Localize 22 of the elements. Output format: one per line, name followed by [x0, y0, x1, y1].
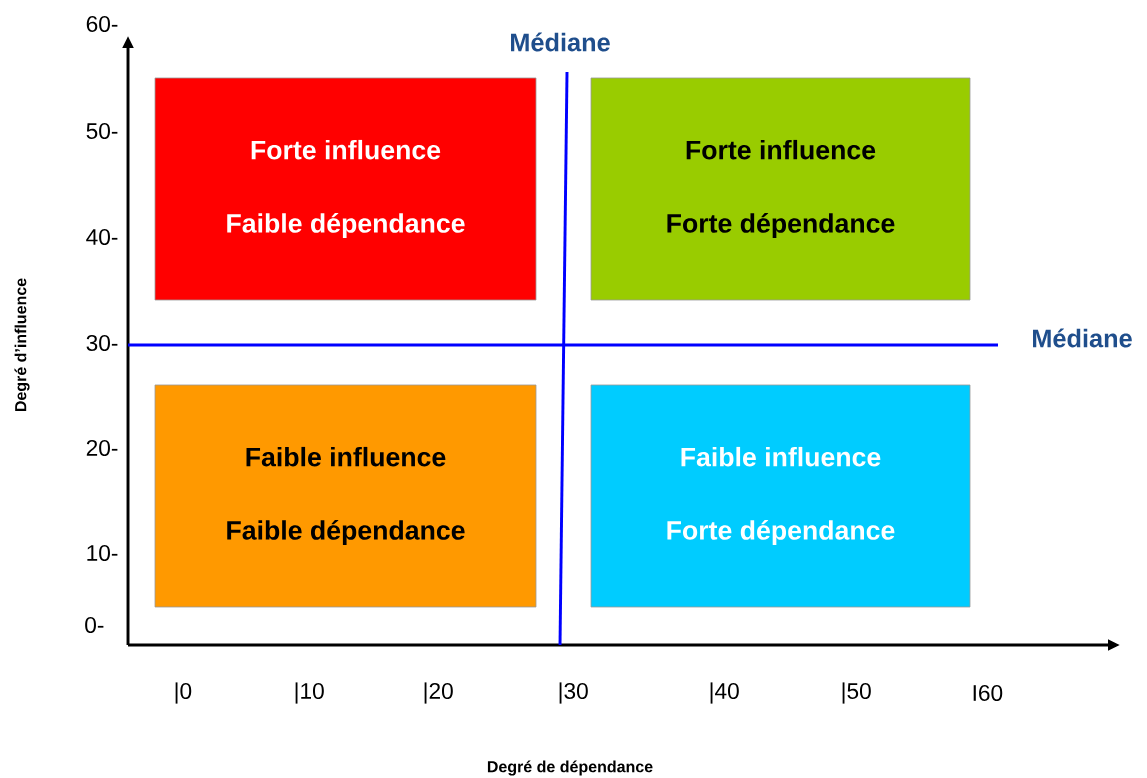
quadrant-box: Forte influence Forte dépendance — [590, 77, 971, 301]
median-label: Médiane — [511, 32, 610, 52]
axis-tick-label: 10- — [87, 544, 118, 562]
quadrant-box: Faible influence Faible dépendance — [154, 384, 537, 608]
quadrant-box: Forte influence Faible dépendance — [154, 77, 537, 301]
axis-tick-label: |50 — [842, 682, 871, 704]
axis-tick-label: 60- — [86, 15, 118, 33]
axis-tick-label: 20- — [86, 439, 118, 457]
axis-tick-label: |0 — [175, 682, 192, 704]
axis-title: Degré d’influence — [14, 278, 30, 412]
axis-title: Degré de dépendance — [487, 760, 653, 776]
axis-tick-label: |30 — [559, 682, 588, 704]
axis-tick-label: 40- — [86, 228, 118, 246]
axis-tick-label: |20 — [424, 682, 453, 704]
axis-tick-label: 50- — [86, 122, 118, 140]
axis-tick-label: |40 — [710, 682, 739, 704]
axis-tick-label: 30- — [86, 334, 118, 352]
axis-tick-label: |10 — [295, 682, 324, 704]
quadrant-box: Faible influence Forte dépendance — [590, 384, 971, 608]
axis-tick-label: 0- — [85, 616, 104, 634]
median-label: Médiane — [1033, 328, 1132, 348]
axis-tick-label: I60 — [973, 684, 1003, 702]
